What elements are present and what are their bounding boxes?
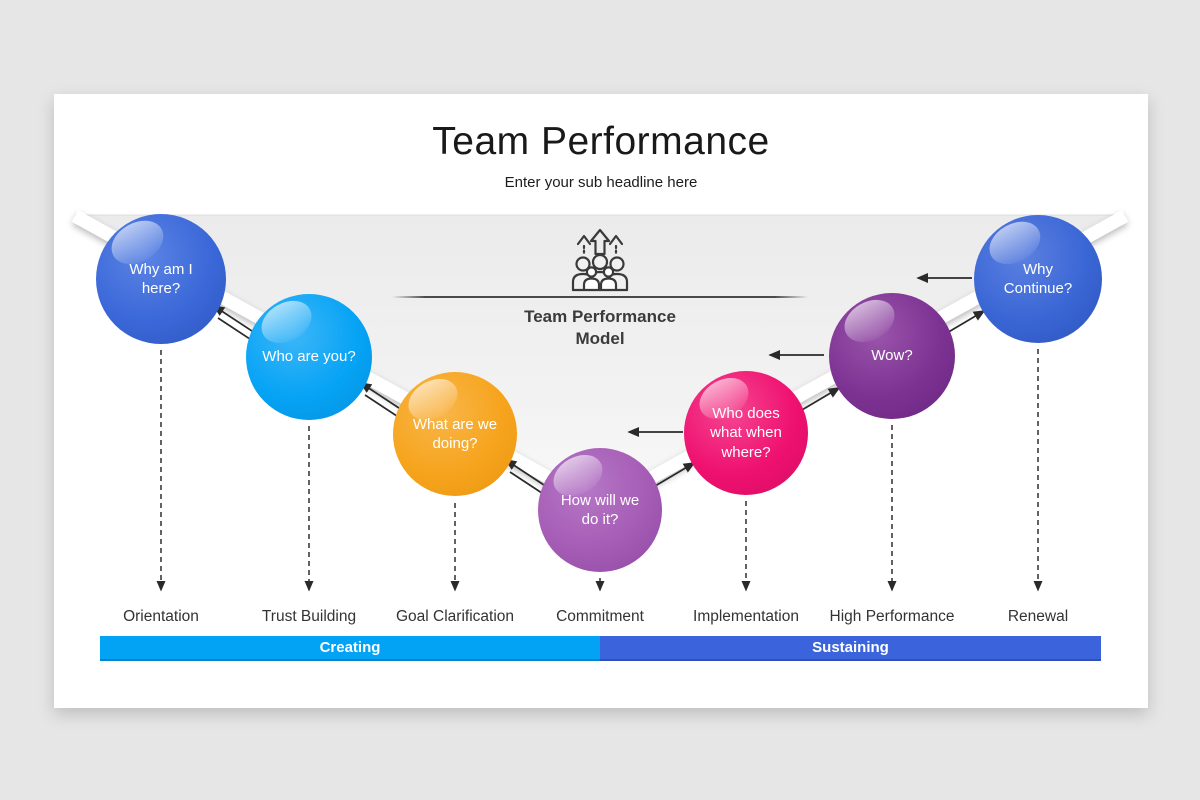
bubble-label: Wow? <box>871 347 913 365</box>
bubble-wow: Wow? <box>829 293 955 419</box>
stage-label-trust-building: Trust Building <box>261 608 357 625</box>
page-title: Team Performance <box>432 120 770 163</box>
bubble-how-will-we-do-it: How will we do it? <box>538 448 662 572</box>
bubble-who-does-what: Who does what when where? <box>684 371 808 495</box>
page-subtitle: Enter your sub headline here <box>504 174 698 191</box>
phase-label: Creating <box>319 639 381 656</box>
model-divider-line <box>392 296 808 298</box>
bubble-label: How will we do it? <box>560 491 640 529</box>
phase-label: Sustaining <box>812 639 889 656</box>
bubble-label: Who are you? <box>262 348 356 366</box>
phase-bar-sustaining: Sustaining <box>600 636 1101 661</box>
stage-label-renewal: Renewal <box>1007 608 1069 625</box>
bubble-why-am-i-here: Why am I here? <box>96 214 226 344</box>
model-caption-line1: Team Performance <box>524 307 676 326</box>
stage-connector-lines <box>156 349 1043 592</box>
bubble-label: What are we doing? <box>412 415 498 453</box>
valley-background <box>75 215 1125 506</box>
bubble-what-are-we-doing: What are we doing? <box>393 372 517 496</box>
model-caption: Team Performance Model <box>450 306 750 350</box>
bubble-label: Why Continue? <box>1003 260 1073 298</box>
bubble-label: Why am I here? <box>129 260 193 298</box>
stage-label-implementation: Implementation <box>693 608 799 625</box>
stage-label-goal-clarification: Goal Clarification <box>395 608 515 625</box>
stage-label-high-performance: High Performance <box>829 608 955 625</box>
model-caption-line2: Model <box>575 329 625 348</box>
stage-label-orientation: Orientation <box>123 608 199 625</box>
slide-canvas: Team Performance Enter your sub headline… <box>54 94 1148 708</box>
stage-label-commitment: Commitment <box>556 608 644 625</box>
team-growth-icon <box>571 228 629 292</box>
bubble-why-continue: Why Continue? <box>974 215 1102 343</box>
phase-bar-creating: Creating <box>100 636 600 661</box>
bubble-label: Who does what when where? <box>710 404 782 461</box>
bubble-who-are-you: Who are you? <box>246 294 372 420</box>
